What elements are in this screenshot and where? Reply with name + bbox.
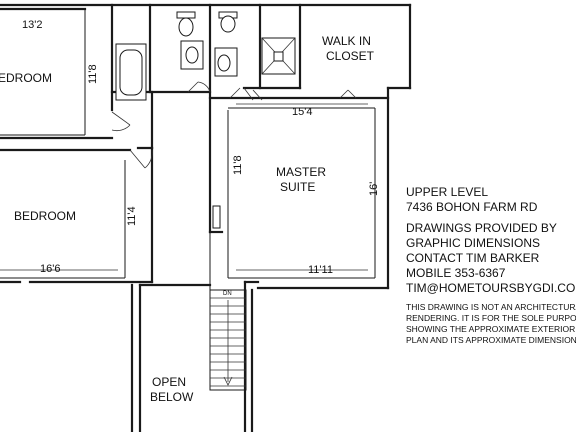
- info-block: UPPER LEVEL 7436 BOHON FARM RD DRAWINGS …: [406, 185, 576, 346]
- interior-lines: [0, 9, 376, 290]
- toilet-hall-bath: [176, 11, 196, 37]
- open-below-line2: BELOW: [150, 390, 194, 404]
- company-name: GRAPHIC DIMENSIONS: [406, 236, 541, 250]
- closet-label-line1: WALK IN: [322, 34, 371, 48]
- level-label: UPPER LEVEL: [406, 185, 489, 199]
- master-width-top: 15'4: [292, 106, 312, 118]
- master-height-left: 11'8: [232, 155, 244, 175]
- master-label-line2: SUITE: [280, 180, 315, 194]
- master-height-right: 16': [368, 182, 380, 196]
- stairs-dn-label: DN: [223, 291, 232, 297]
- bedroom-top-height: 11'8: [87, 64, 99, 84]
- disclaimer-line: PLAN AND ITS APPROXIMATE DIMENSIONS: [406, 335, 576, 345]
- toilet-master-bath: [218, 11, 238, 33]
- provided-by: DRAWINGS PROVIDED BY: [406, 221, 557, 235]
- bedroom-bottom-width: 16'6: [40, 263, 60, 275]
- closet-label-line2: CLOSET: [326, 49, 375, 63]
- doors: [111, 81, 357, 169]
- bedroom-top-width: 13'2: [22, 19, 42, 31]
- bedroom-top-label: BEDROOM: [0, 71, 52, 85]
- master-width-bottom: 11'11: [308, 264, 333, 276]
- disclaimer-line: RENDERING. IT IS FOR THE SOLE PURPOSE OF: [406, 313, 576, 323]
- bath-fixtures: [115, 11, 296, 101]
- contact-name: CONTACT TIM BARKER: [406, 251, 540, 265]
- bedroom-bottom-height: 11'4: [126, 206, 138, 226]
- dimension-lines: [0, 103, 368, 271]
- open-below-line1: OPEN: [152, 375, 186, 389]
- sink-master-bath: [214, 47, 238, 77]
- master-label-line1: MASTER: [276, 165, 326, 179]
- disclaimer-line: THIS DRAWING IS NOT AN ARCHITECTURAL: [406, 302, 576, 312]
- shower: [261, 37, 296, 75]
- mobile-number: MOBILE 353-6367: [406, 266, 506, 280]
- labels: 13'2 BEDROOM 11'8 BEDROOM 16'6 11'4 WALK…: [0, 19, 380, 404]
- stairs: [209, 289, 247, 391]
- bathtub: [115, 43, 147, 101]
- walls: [0, 3, 412, 432]
- disclaimer-line: SHOWING THE APPROXIMATE EXTERIOR FLOOR: [406, 324, 576, 334]
- sink-hall-bath: [180, 40, 204, 70]
- address: 7436 BOHON FARM RD: [406, 200, 538, 214]
- email-address: TIM@HOMETOURSBYGDI.COM: [406, 281, 576, 295]
- bedroom-bottom-label: BEDROOM: [14, 209, 76, 223]
